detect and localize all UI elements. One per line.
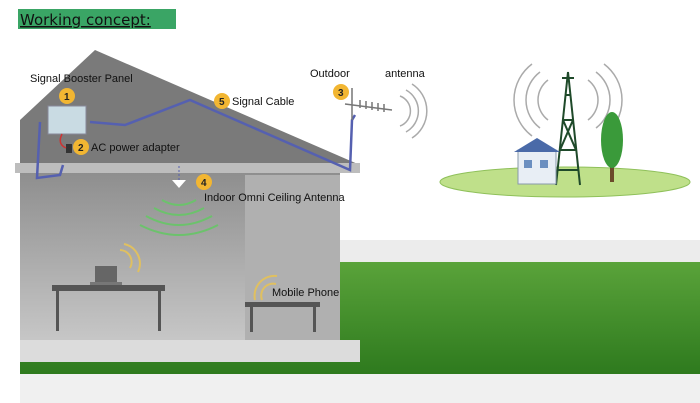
- badge-3: 3: [333, 84, 349, 100]
- power-cord: [59, 133, 67, 149]
- label-indoor: Indoor Omni Ceiling Antenna: [204, 192, 346, 204]
- svg-text:1: 1: [64, 92, 70, 103]
- island: [439, 166, 691, 198]
- ground: [20, 374, 700, 403]
- svg-text:3: 3: [338, 88, 344, 99]
- tree: [601, 112, 623, 182]
- ceiling: [15, 163, 360, 173]
- side-wall: [245, 175, 340, 345]
- yagi-antenna: [344, 88, 393, 120]
- label-outdoor: Outdoor: [310, 68, 350, 80]
- building: [514, 138, 560, 185]
- badge-2: 2: [73, 139, 89, 155]
- antenna-waves: [399, 83, 428, 139]
- badge-4: 4: [196, 174, 212, 190]
- badge-5: 5: [214, 93, 230, 109]
- svg-text:4: 4: [201, 178, 207, 189]
- badge-1: 1: [59, 88, 75, 104]
- phone-waves: [253, 274, 278, 301]
- title: Working concept:: [20, 11, 151, 29]
- table: [52, 266, 165, 331]
- label-adapter: AC power adapter: [91, 142, 180, 154]
- svg-text:2: 2: [78, 143, 84, 154]
- label-antenna: antenna: [385, 68, 426, 80]
- tower-waves: [513, 63, 623, 137]
- label-cable: Signal Cable: [232, 96, 294, 108]
- phone-table: [245, 302, 320, 332]
- ac-adapter: [66, 144, 72, 153]
- title-highlight: [18, 9, 176, 29]
- cell-tower: [555, 71, 581, 186]
- floor: [20, 340, 360, 362]
- ceiling-antenna: [172, 180, 186, 188]
- laptop-waves: [119, 243, 141, 273]
- label-booster: Signal Booster Panel: [30, 73, 133, 85]
- booster-panel: [47, 105, 87, 135]
- label-phone: Mobile Phone: [272, 287, 339, 299]
- indoor-waves: [139, 199, 219, 236]
- svg-text:5: 5: [219, 97, 225, 108]
